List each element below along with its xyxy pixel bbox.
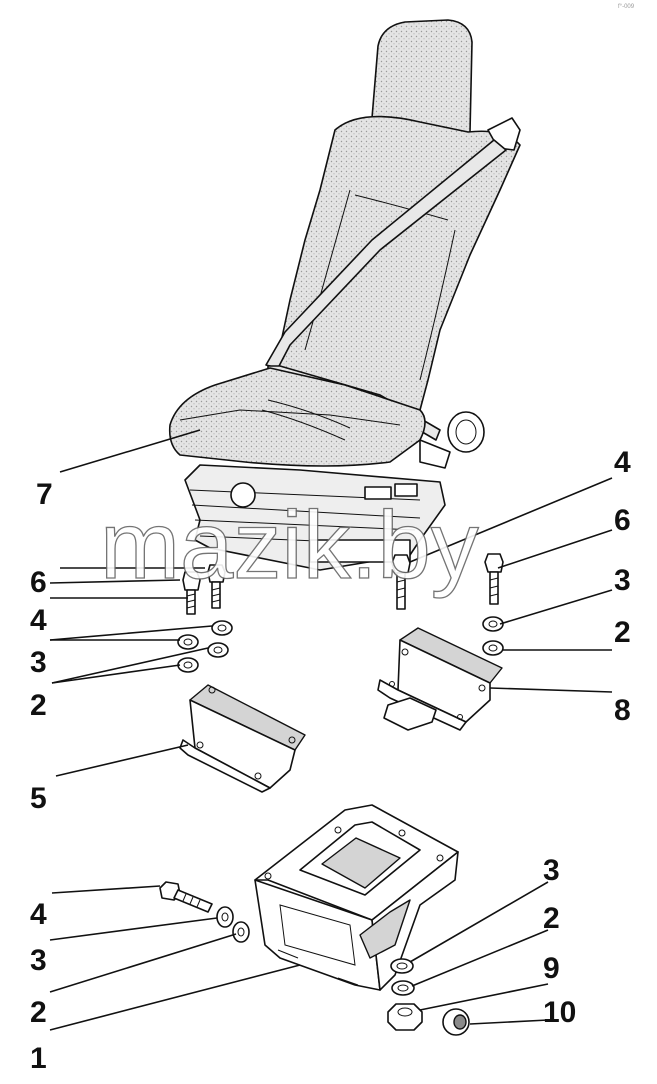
bolt-left-4 [207, 564, 226, 609]
spring-washer-lower-left [216, 906, 234, 928]
callout-4-upper-right: 4 [614, 446, 631, 479]
callout-9: 9 [543, 952, 560, 985]
callout-4-left: 4 [30, 604, 47, 637]
callout-2-lower-left: 2 [30, 996, 47, 1029]
callout-2-left: 2 [30, 689, 47, 722]
bolt-lower-4 [159, 881, 213, 913]
callout-labels: 7 4 6 3 2 6 4 3 2 8 5 3 2 9 10 4 3 2 1 [30, 446, 631, 1075]
callout-3-left: 3 [30, 646, 47, 679]
callout-1: 1 [30, 1042, 47, 1075]
flat-washer-lower-left [232, 921, 250, 943]
driver-seat [168, 19, 521, 571]
callout-3-right: 3 [614, 564, 631, 597]
flange-nut-10 [442, 1008, 470, 1036]
callout-2-right: 2 [614, 616, 631, 649]
mounting-bracket-5 [179, 684, 306, 793]
callout-6-right: 6 [614, 504, 631, 537]
callout-2-lower-right: 2 [543, 902, 560, 935]
callout-5: 5 [30, 782, 47, 815]
bolt-right-6 [484, 553, 504, 605]
watermark-text: mazik.by [100, 492, 479, 599]
spring-washer-left-a [211, 620, 233, 636]
callout-7: 7 [36, 478, 53, 511]
spring-washer-left-b [177, 634, 199, 650]
flat-washer-right [482, 640, 504, 656]
spring-washer-right [482, 616, 504, 632]
recline-knob [447, 411, 485, 453]
spring-washer-lower-right [390, 958, 414, 974]
bolt-right-4 [391, 554, 411, 610]
callout-8: 8 [614, 694, 631, 727]
mounting-bracket-8 [377, 627, 503, 731]
callout-3-lower-left: 3 [30, 944, 47, 977]
seat-base-frame-1 [254, 804, 459, 991]
bolt-left-6 [182, 571, 201, 615]
callout-6-left: 6 [30, 566, 47, 599]
flat-washer-left-b [177, 657, 199, 673]
leader-lines [49, 429, 613, 1031]
flat-washer-left-a [207, 642, 229, 658]
hex-nut-9 [387, 1003, 423, 1031]
corner-mark: f°-009 [618, 4, 635, 10]
flat-washer-lower-right [391, 980, 415, 996]
callout-3-lower-right: 3 [543, 854, 560, 887]
callout-10: 10 [543, 996, 576, 1029]
seat-cushion [168, 367, 426, 467]
callout-4-lower-left: 4 [30, 898, 47, 931]
height-adjust-knob [230, 482, 256, 508]
